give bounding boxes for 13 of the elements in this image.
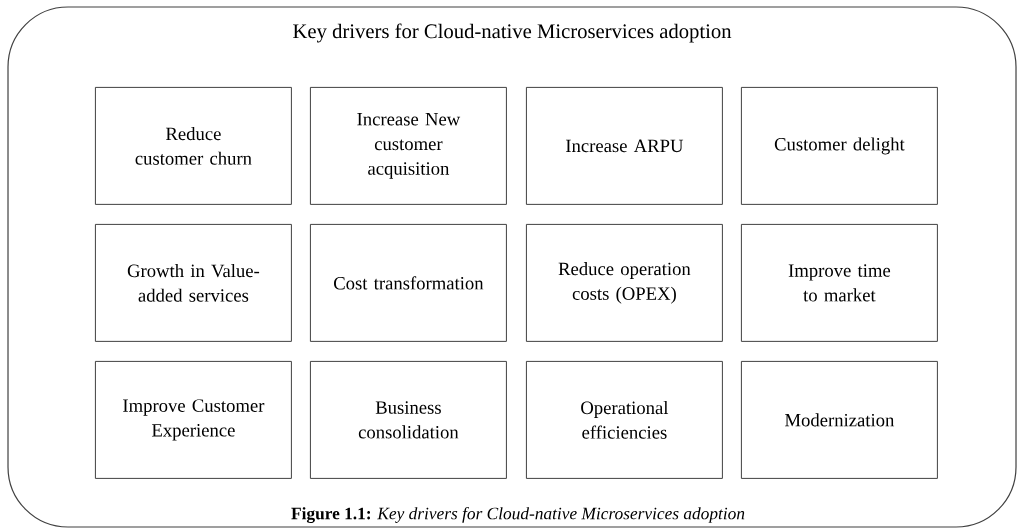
driver-box: Operational efficiencies	[525, 360, 723, 479]
driver-box: Customer delight	[740, 86, 938, 205]
driver-box: Increase New customer acquisition	[309, 86, 507, 205]
driver-box: Cost transformation	[309, 223, 507, 342]
driver-box: Improve Customer Experience	[94, 360, 292, 479]
driver-box: Improve time to market	[740, 223, 938, 342]
figure-caption: Figure 1.1: Key drivers for Cloud-native Microservices adoption	[291, 506, 745, 523]
driver-box: Growth in Value-added services	[94, 223, 292, 342]
driver-box: Reduce customer churn	[94, 86, 292, 205]
driver-box: Modernization	[740, 360, 938, 479]
driver-box: Business consolidation	[309, 360, 507, 479]
driver-box: Reduce operation costs (OPEX)	[525, 223, 723, 342]
driver-box: Increase ARPU	[525, 86, 723, 205]
